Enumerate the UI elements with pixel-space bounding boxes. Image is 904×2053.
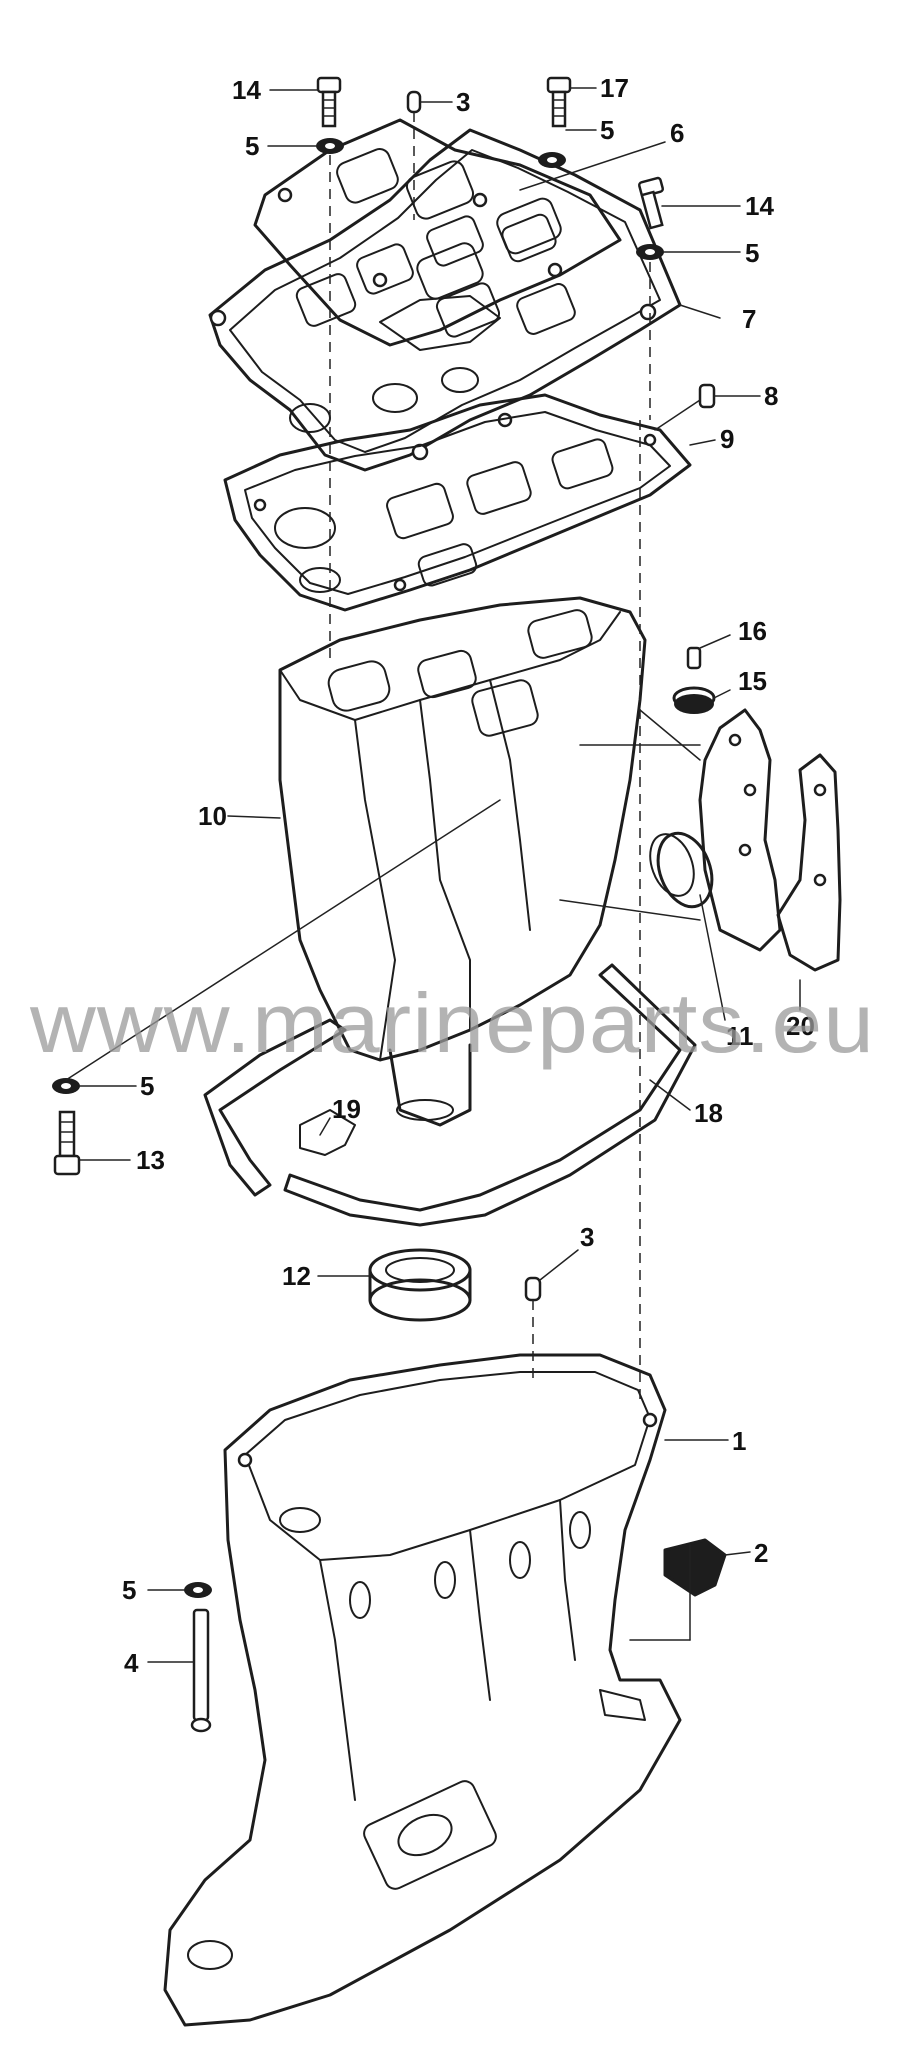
- gasket-part-19: [299, 1109, 356, 1156]
- callout-5-c: 5: [745, 238, 759, 268]
- callout-6: 6: [670, 118, 684, 148]
- bolt-part-13: [53, 1110, 81, 1176]
- adapter-plate-part-7: [208, 128, 682, 472]
- dowel-part-3-bottom: [524, 1276, 542, 1302]
- callout-5-b: 5: [600, 115, 614, 145]
- callout-1: 1: [732, 1426, 746, 1456]
- watermark-text: www.marineparts.eu: [29, 976, 875, 1070]
- callout-9: 9: [720, 424, 734, 454]
- callout-5-e: 5: [122, 1575, 136, 1605]
- callout-10: 10: [198, 801, 227, 831]
- exhaust-housing-part-1: [163, 1353, 682, 2027]
- callout-8: 8: [764, 381, 778, 411]
- seal-part-18: [203, 963, 697, 1227]
- callout-13: 13: [136, 1145, 165, 1175]
- callout-14-top: 14: [232, 75, 261, 105]
- screw-part-16: [686, 646, 702, 670]
- callout-11: 11: [726, 1021, 754, 1051]
- dowel-part-3-top: [406, 90, 422, 114]
- stud-part-4: [190, 1608, 212, 1733]
- callout-17: 17: [600, 73, 629, 103]
- assembly-guide-lines: [65, 112, 701, 1641]
- callout-3-top: 3: [456, 87, 470, 117]
- gasket-part-6: [253, 118, 622, 347]
- cover-plate-part-20: [698, 708, 842, 972]
- washer-part-5-d: [52, 1078, 80, 1094]
- driveshaft-housing-part-10: [278, 596, 647, 1127]
- washer-part-5-b: [538, 152, 566, 168]
- callout-4: 4: [124, 1648, 139, 1678]
- callout-numbers: 14 3 17 5 5 6 14 5 7 8 9 16 15 10 11 20 …: [122, 73, 815, 1678]
- seal-ring-part-12: [368, 1248, 472, 1322]
- plate-part-2: [663, 1538, 727, 1597]
- callout-16: 16: [738, 616, 767, 646]
- callout-leaders: [79, 87, 801, 1663]
- cap-part-15: [672, 686, 716, 714]
- plug-part-11: [649, 831, 714, 909]
- dowel-part-8: [698, 383, 716, 409]
- callout-7: 7: [742, 304, 756, 334]
- callout-14-right: 14: [745, 191, 774, 221]
- bolt-part-17: [546, 76, 572, 128]
- washer-part-5-a: [316, 138, 344, 154]
- bolt-part-14-top: [316, 76, 342, 128]
- callout-3-bottom: 3: [580, 1222, 594, 1252]
- bolt-part-14-right: [637, 176, 665, 230]
- callout-20: 20: [786, 1011, 815, 1041]
- washer-part-5-e: [184, 1582, 212, 1598]
- washer-part-5-c: [636, 244, 664, 260]
- callout-5-d: 5: [140, 1071, 154, 1101]
- callout-5-a: 5: [245, 131, 259, 161]
- callout-18: 18: [694, 1098, 723, 1128]
- callout-19: 19: [332, 1094, 361, 1124]
- callout-2: 2: [754, 1538, 768, 1568]
- callout-15: 15: [738, 666, 767, 696]
- callout-12: 12: [282, 1261, 311, 1291]
